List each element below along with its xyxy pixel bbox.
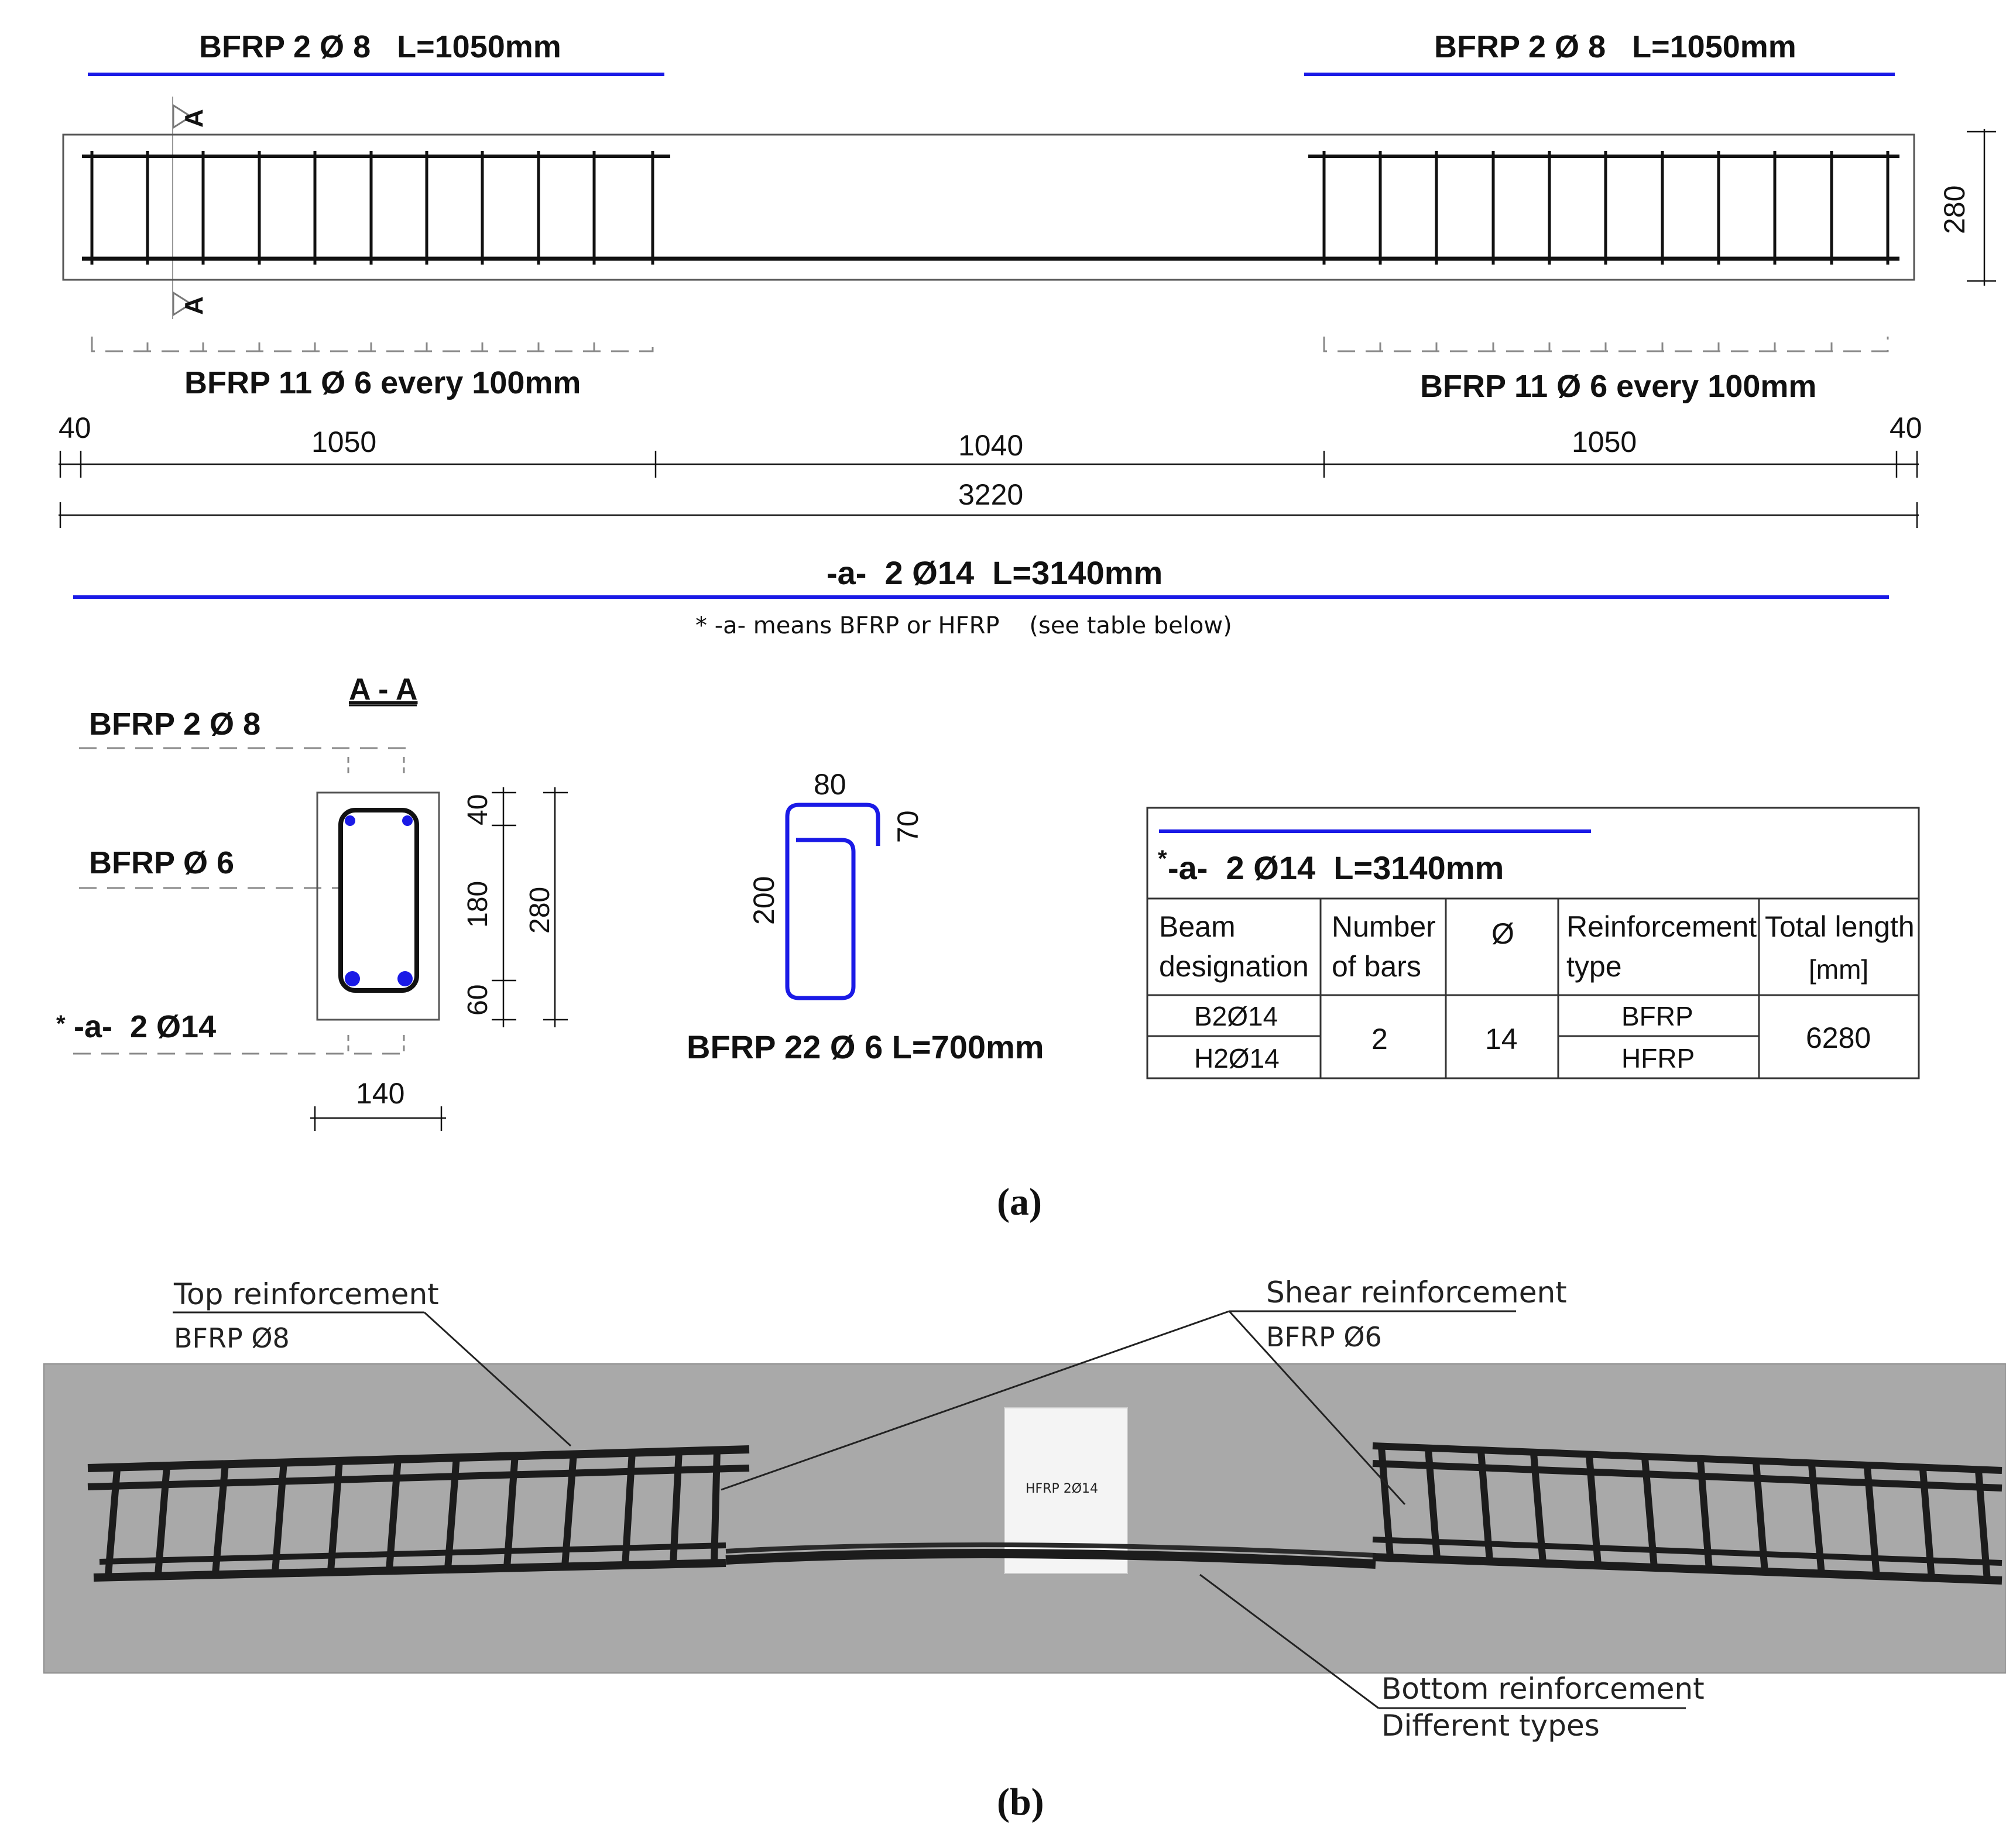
- stirrup-callout-left: [91, 337, 654, 352]
- cross-section: A - A BFRP 2 Ø 8 BFRP Ø 6 * -a- 2 Ø14 40…: [56, 673, 568, 1131]
- photo-bottom-label: Bottom reinforcement: [1381, 1672, 1705, 1706]
- dim-total: 3220: [958, 478, 1023, 511]
- stirrups-left: [90, 151, 654, 265]
- dim-zone-right: 1050: [1572, 426, 1637, 458]
- photo-leaders: [173, 1310, 1686, 1709]
- th-type-2: type: [1566, 950, 1622, 983]
- td-type-1: BFRP: [1621, 1001, 1693, 1031]
- bar-top-left: [345, 815, 355, 826]
- photo-sign-text: HFRP 2Ø14: [1026, 1482, 1098, 1496]
- table-frame: [1146, 807, 1920, 1079]
- stirrups-left-label: BFRP 11 Ø 6 every 100mm: [184, 365, 581, 400]
- section-bottom-label: -a- 2 Ø14: [74, 1009, 216, 1044]
- dimension-lines: [59, 451, 1919, 528]
- section-stirrup-label: BFRP Ø 6: [89, 845, 234, 880]
- dim-end-right: 40: [1890, 412, 1922, 444]
- reinforcement-photo: HFRP 2Ø14: [43, 1276, 2006, 1743]
- stirrup-dim-hook: 70: [891, 810, 924, 843]
- caption-a: (a): [997, 1181, 1042, 1223]
- th-type-1: Reinforcement: [1566, 910, 1757, 943]
- td-number-of-bars: 2: [1371, 1023, 1388, 1055]
- th-number-1: Number: [1332, 910, 1436, 943]
- caption-b: (b): [997, 1781, 1044, 1823]
- section-stirrup: [338, 808, 419, 993]
- photo-bottom-sub: Different types: [1381, 1709, 1600, 1743]
- td-diameter: 14: [1485, 1023, 1518, 1055]
- section-mark-bottom: A: [180, 296, 208, 315]
- table-title-star: *: [1158, 846, 1167, 872]
- stirrup-shape: 80 70 200 BFRP 22 Ø 6 L=700mm: [687, 768, 1044, 1065]
- th-length-2: [mm]: [1809, 954, 1868, 985]
- stirrup-dim-height: 200: [747, 876, 780, 925]
- photo-top-label: Top reinforcement: [173, 1277, 439, 1311]
- photo-cage-left: [87, 1445, 750, 1582]
- section-dim-width: 140: [356, 1077, 404, 1110]
- top-bar-right-label: BFRP 2 Ø 8 L=1050mm: [1434, 29, 1796, 64]
- photo-shear-label: Shear reinforcement: [1266, 1276, 1567, 1309]
- section-dim-height: 280: [524, 887, 555, 934]
- stirrup-outline: [785, 803, 880, 1000]
- stirrup-dim-top: 80: [814, 768, 846, 801]
- bar-bottom-left: [345, 971, 360, 986]
- stirrup-callout-right: [1323, 337, 1889, 352]
- top-bar-left-label: BFRP 2 Ø 8 L=1050mm: [199, 29, 561, 64]
- th-number-2: of bars: [1332, 950, 1421, 983]
- td-designation-2: H2Ø14: [1194, 1043, 1280, 1074]
- td-designation-1: B2Ø14: [1194, 1001, 1278, 1031]
- section-mark-top: A: [180, 109, 208, 128]
- height-dim-label: 280: [1938, 186, 1971, 234]
- section-dim-top: 40: [462, 794, 493, 825]
- photo-bottom-bars: [725, 1549, 1376, 1569]
- photo-shear-sub: BFRP Ø6: [1266, 1321, 1382, 1353]
- th-length-1: Total length: [1765, 910, 1915, 943]
- photo-cage-right: [1372, 1442, 2002, 1585]
- bar-top-right: [402, 815, 413, 826]
- bottom-bar-label: -a- 2 Ø14 L=3140mm: [827, 554, 1163, 591]
- dim-end-left: 40: [59, 412, 91, 444]
- dim-zone-left: 1050: [311, 426, 376, 458]
- bar-bottom-right: [397, 971, 413, 986]
- height-dimension: [1967, 129, 1996, 286]
- section-outline: [316, 791, 440, 1021]
- section-top-label: BFRP 2 Ø 8: [89, 707, 260, 742]
- dim-zone-mid: 1040: [958, 429, 1023, 462]
- section-vertical-dims: [492, 787, 568, 1027]
- th-beam-2: designation: [1159, 950, 1309, 983]
- footnote: * -a- means BFRP or HFRP (see table belo…: [695, 612, 1232, 639]
- section-dim-bottom: 60: [462, 985, 493, 1016]
- stirrups-right: [1322, 151, 1890, 265]
- beam-outline: [62, 133, 1915, 281]
- section-width-dim: [310, 1106, 446, 1131]
- td-type-2: HFRP: [1621, 1043, 1695, 1074]
- beam-elevation: BFRP 2 Ø 8 L=1050mm BFRP 2 Ø 8 L=1050mm …: [59, 29, 1996, 639]
- section-bottom-star: *: [56, 1011, 66, 1037]
- section-title: A - A: [349, 673, 417, 707]
- stirrups-right-label: BFRP 11 Ø 6 every 100mm: [1420, 369, 1816, 404]
- section-dim-mid: 180: [462, 881, 493, 928]
- photo-top-sub: BFRP Ø8: [174, 1322, 290, 1354]
- th-beam-1: Beam: [1159, 910, 1236, 943]
- th-diameter: Ø: [1491, 917, 1514, 950]
- stirrup-label: BFRP 22 Ø 6 L=700mm: [687, 1028, 1044, 1065]
- bar-table: * -a- 2 Ø14 L=3140mm Beam designation Nu…: [1146, 807, 1920, 1079]
- td-total-length: 6280: [1806, 1021, 1871, 1054]
- table-title: -a- 2 Ø14 L=3140mm: [1168, 849, 1504, 886]
